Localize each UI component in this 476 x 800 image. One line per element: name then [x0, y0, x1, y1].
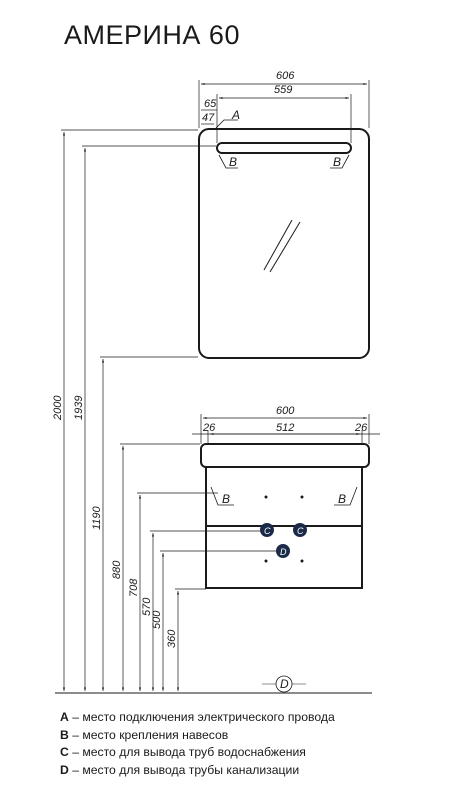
mirror-hanger-right: [330, 154, 350, 169]
mirror-offset-47: 47: [202, 112, 215, 124]
legend-text: – место для вывода трубы канализации: [68, 762, 300, 777]
mirror-width-total: 606: [276, 70, 295, 82]
height-880: 880: [111, 560, 123, 579]
cabinet-marker-d-label: D: [280, 547, 287, 557]
height-1190: 1190: [91, 505, 103, 530]
height-500: 500: [151, 610, 163, 629]
mirror-light-strip: [216, 142, 352, 154]
mirror-hanger-left: [218, 154, 238, 169]
legend-key: C: [60, 745, 69, 759]
cabinet-dimensions: 600 512 26 26: [192, 405, 380, 444]
height-708: 708: [128, 578, 140, 597]
mirror-marker-a-leader: [215, 119, 238, 129]
floor-drain-label: D: [280, 677, 289, 691]
legend-key: A: [60, 710, 69, 724]
legend-text: – место крепления навесов: [68, 727, 229, 742]
page-title: АМЕРИНА 60: [64, 20, 240, 50]
cabinet-hole: [300, 495, 304, 499]
legend-item-d: D – место для вывода трубы канализации: [60, 762, 335, 780]
legend-item-c: C – место для вывода труб водоснабжения: [60, 744, 335, 762]
mirror-glare-line: [263, 219, 293, 271]
cabinet-side-left: 26: [202, 422, 216, 434]
legend-item-a: A – место подключения электрического про…: [60, 709, 335, 727]
mirror: B B A: [198, 108, 370, 359]
mirror-width-inner: 559: [274, 84, 292, 96]
mirror-marker-a: A: [231, 108, 240, 122]
legend-text: – место для вывода труб водоснабжения: [68, 745, 306, 759]
cabinet-marker-c-left-label: C: [264, 526, 271, 536]
legend-key: B: [60, 727, 69, 742]
cabinet-hole: [264, 559, 268, 563]
legend-text: – место подключения электрического прово…: [68, 710, 335, 724]
legend: A – место подключения электрического про…: [60, 709, 335, 779]
cabinet: B B C C D: [200, 443, 370, 589]
cabinet-width-total: 600: [276, 405, 295, 417]
cabinet-marker-b-right: B: [338, 492, 346, 506]
cabinet-marker-d: [276, 544, 290, 558]
cabinet-marker-b-left: B: [222, 492, 230, 506]
mirror-marker-b-left: B: [229, 155, 237, 169]
height-2000: 2000: [52, 395, 64, 421]
height-360: 360: [166, 629, 178, 648]
cabinet-body: [205, 466, 363, 589]
mirror-offset-65: 65: [204, 98, 217, 110]
cabinet-marker-c-left: [260, 523, 274, 537]
cabinet-marker-c-right-label: C: [297, 526, 304, 536]
cabinet-marker-c-right: [293, 523, 307, 537]
mirror-dimensions: 606 559 65 47: [198, 70, 370, 143]
mirror-glare-line: [269, 221, 301, 273]
cabinet-hole: [264, 495, 268, 499]
floor-drain-marker: D: [262, 675, 306, 693]
height-570: 570: [141, 597, 153, 616]
mirror-frame: [198, 128, 370, 359]
height-dimensions: 2000 1939 1190 880 708 570 500 360: [52, 129, 276, 691]
cabinet-hanger-right: [334, 486, 358, 506]
cabinet-top: [200, 443, 370, 468]
legend-key: D: [60, 762, 69, 777]
legend-item-b: B – место крепления навесов: [60, 727, 335, 745]
mirror-marker-b-right: B: [333, 155, 341, 169]
height-1939: 1939: [73, 396, 85, 420]
cabinet-side-right: 26: [354, 422, 368, 434]
cabinet-hole: [300, 559, 304, 563]
cabinet-width-inner: 512: [276, 422, 294, 434]
